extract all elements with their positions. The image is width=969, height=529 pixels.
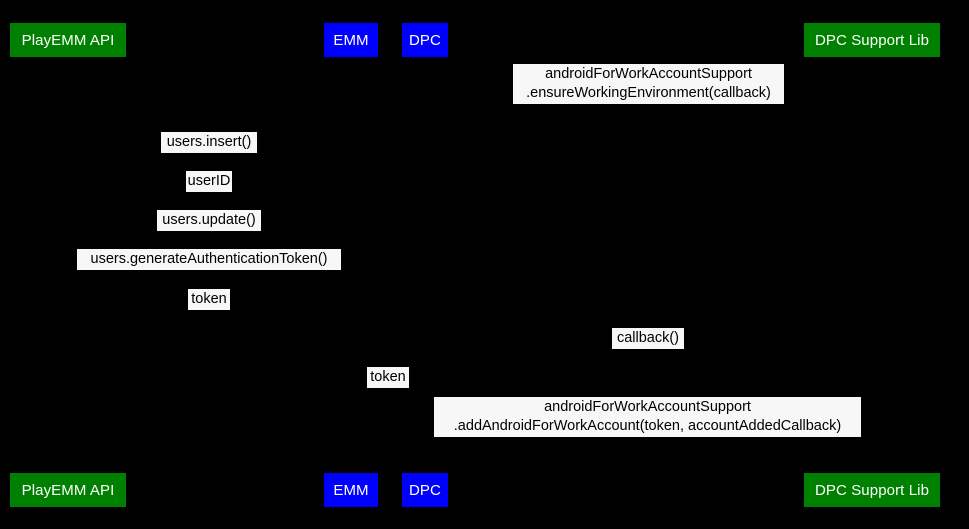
- participant-label: EMM: [333, 31, 369, 49]
- participant-dpc-support-lib[interactable]: DPC Support Lib: [804, 23, 940, 57]
- message-text-line-1: token: [191, 291, 227, 307]
- participant-dpc-support-lib-bottom[interactable]: DPC Support Lib: [804, 473, 940, 507]
- message-label-users-generate-authentication-token: users.generateAuthenticationToken(): [77, 249, 341, 270]
- participant-label: PlayEMM API: [21, 481, 115, 499]
- message-label-callback: callback(): [612, 328, 684, 349]
- message-text-line-1: androidForWorkAccountSupport: [544, 399, 751, 415]
- participant-emm[interactable]: EMM: [324, 23, 378, 57]
- message-label-users-insert: users.insert(): [161, 132, 257, 153]
- message-text-line-1: users.update(): [162, 212, 256, 228]
- message-label-ensure-working-environment: androidForWorkAccountSupport .ensureWorki…: [513, 64, 784, 104]
- participant-dpc[interactable]: DPC: [402, 23, 448, 57]
- message-label-user-id: userID: [186, 171, 232, 192]
- participant-emm-bottom[interactable]: EMM: [324, 473, 378, 507]
- message-text-line-1: androidForWorkAccountSupport: [545, 66, 752, 82]
- message-text-line-1: callback(): [616, 330, 680, 346]
- participant-dpc-bottom[interactable]: DPC: [402, 473, 448, 507]
- message-text-line-1: users.insert(): [166, 134, 252, 150]
- message-text-line-1: userID: [187, 173, 231, 189]
- message-label-token-to-emm: token: [188, 289, 230, 310]
- message-text-line-2: .addAndroidForWorkAccount(token, account…: [453, 418, 842, 434]
- participant-label: DPC Support Lib: [814, 31, 930, 49]
- message-text-line-1: users.generateAuthenticationToken(): [90, 251, 328, 267]
- participant-label: DPC: [409, 481, 441, 499]
- message-label-add-android-for-work-account: androidForWorkAccountSupport .addAndroidF…: [434, 397, 861, 437]
- message-label-token-to-dpc: token: [367, 367, 409, 388]
- participant-label: PlayEMM API: [21, 31, 115, 49]
- message-text-line-2: .ensureWorkingEnvironment(callback): [526, 85, 771, 101]
- participant-playemm-api[interactable]: PlayEMM API: [10, 23, 126, 57]
- participant-playemm-api-bottom[interactable]: PlayEMM API: [10, 473, 126, 507]
- participant-label: DPC: [409, 31, 441, 49]
- message-text-line-1: token: [370, 369, 406, 385]
- participant-label: DPC Support Lib: [814, 481, 930, 499]
- message-label-users-update: users.update(): [157, 210, 261, 231]
- participant-label: EMM: [333, 481, 369, 499]
